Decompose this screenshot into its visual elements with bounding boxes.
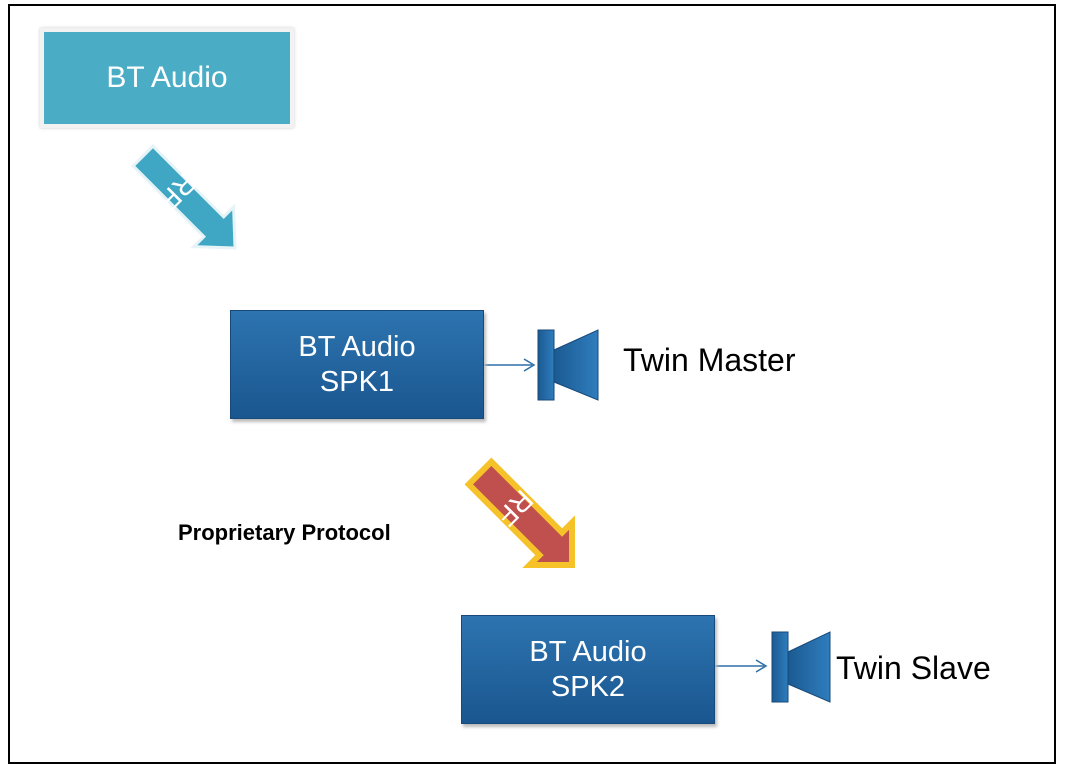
twin-slave-label: Twin Slave [836, 650, 991, 686]
source-box: BT Audio [40, 28, 294, 128]
speaker2-line1: BT Audio [529, 635, 647, 668]
arrow-icon [482, 358, 536, 372]
speaker2-line2: SPK2 [550, 670, 626, 703]
protocol-label: Proprietary Protocol [178, 520, 391, 545]
rf-arrow-top: RF [131, 144, 237, 250]
speaker2-box: BT Audio SPK2 [461, 615, 715, 724]
source-label: BT Audio [106, 61, 228, 94]
speaker-icon [537, 329, 599, 401]
rf-arrow-bottom: RF [464, 457, 575, 568]
twin-master-label: Twin Master [623, 342, 796, 378]
speaker1-line2: SPK1 [319, 365, 395, 398]
diagram-graphics: RF RF [131, 144, 831, 703]
speaker1-line1: BT Audio [298, 330, 416, 363]
speaker1-box: BT Audio SPK1 [230, 310, 484, 419]
arrow-icon [714, 659, 768, 673]
speaker-icon [771, 631, 831, 703]
